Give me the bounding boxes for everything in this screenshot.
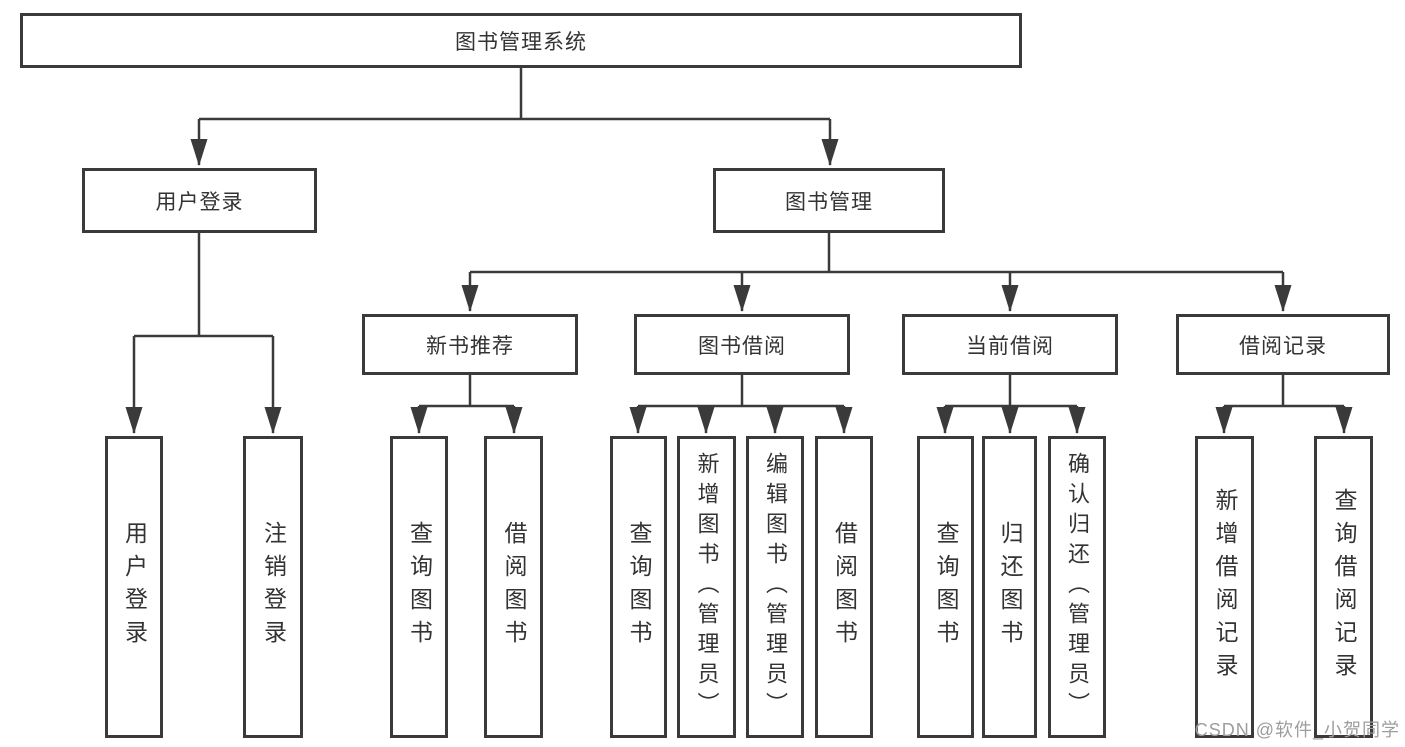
leaf-logout: 注销登录 bbox=[243, 436, 303, 738]
leaf-label: 查询图书 bbox=[626, 521, 652, 653]
leaf-label: 借阅图书 bbox=[831, 521, 858, 653]
leaf-label: 编辑图书（管理员） bbox=[763, 452, 788, 722]
node-book-borrowing: 图书借阅 bbox=[634, 314, 850, 375]
leaf-label: 查询借阅记录 bbox=[1331, 488, 1357, 686]
node-borrowing-records: 借阅记录 bbox=[1176, 314, 1390, 375]
leaf-label: 确认归还（管理员） bbox=[1065, 452, 1090, 722]
leaf-label: 用户登录 bbox=[121, 521, 148, 653]
leaf-borrow-books-1: 借阅图书 bbox=[484, 436, 543, 738]
leaf-borrow-books-2: 借阅图书 bbox=[815, 436, 873, 738]
leaf-query-books-3: 查询图书 bbox=[917, 436, 974, 738]
leaf-label: 借阅图书 bbox=[501, 521, 527, 653]
leaf-add-books-admin: 新增图书（管理员） bbox=[677, 436, 736, 738]
csdn-watermark: CSDN @软件_小贺同学 bbox=[1194, 720, 1400, 740]
leaf-add-borrow-record: 新增借阅记录 bbox=[1195, 436, 1254, 738]
leaf-label: 查询图书 bbox=[933, 521, 959, 653]
leaf-confirm-return-admin: 确认归还（管理员） bbox=[1048, 436, 1106, 738]
leaf-label: 新增图书（管理员） bbox=[694, 452, 720, 722]
leaf-label: 归还图书 bbox=[997, 521, 1023, 653]
leaf-query-books-2: 查询图书 bbox=[610, 436, 667, 738]
leaf-label: 新增借阅记录 bbox=[1212, 488, 1238, 686]
node-current-borrowing: 当前借阅 bbox=[902, 314, 1118, 375]
leaf-query-borrow-record: 查询借阅记录 bbox=[1314, 436, 1373, 738]
node-book-management: 图书管理 bbox=[713, 168, 945, 233]
leaf-query-books-1: 查询图书 bbox=[390, 436, 448, 738]
leaf-user-login: 用户登录 bbox=[105, 436, 163, 738]
node-library-management-system: 图书管理系统 bbox=[20, 13, 1022, 68]
node-new-book-recommend: 新书推荐 bbox=[362, 314, 578, 375]
leaf-edit-books-admin: 编辑图书（管理员） bbox=[746, 436, 804, 738]
node-user-login: 用户登录 bbox=[82, 168, 317, 233]
leaf-label: 查询图书 bbox=[406, 521, 433, 653]
leaf-return-books: 归还图书 bbox=[982, 436, 1037, 738]
leaf-label: 注销登录 bbox=[260, 521, 287, 653]
